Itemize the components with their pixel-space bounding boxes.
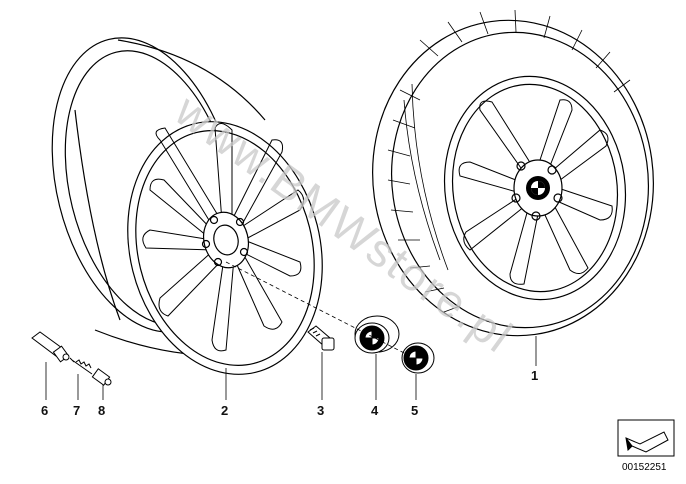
callout-8: 8 <box>98 403 105 418</box>
bmw-emblem-on-wheel <box>526 176 550 200</box>
callout-1: 1 <box>531 368 538 383</box>
callout-3: 3 <box>317 403 324 418</box>
complete-wheel-drawing <box>372 9 654 337</box>
reference-number: 00152251 <box>622 462 667 473</box>
callout-6: 6 <box>41 403 48 418</box>
valve-insert-drawing <box>69 357 93 375</box>
valve-cap-drawing <box>91 368 112 386</box>
callout-2: 2 <box>221 403 228 418</box>
hub-cap-drawing <box>354 315 400 354</box>
wheel-bolt-drawing <box>307 325 335 351</box>
emblem-drawing <box>401 342 435 374</box>
reference-icon-box <box>617 419 675 457</box>
callout-7: 7 <box>73 403 80 418</box>
leader-lines <box>45 336 537 400</box>
callout-4: 4 <box>371 403 379 418</box>
callout-5: 5 <box>411 403 418 418</box>
alloy-rim-drawing <box>51 37 323 375</box>
tyre-valve-drawing <box>31 331 70 363</box>
